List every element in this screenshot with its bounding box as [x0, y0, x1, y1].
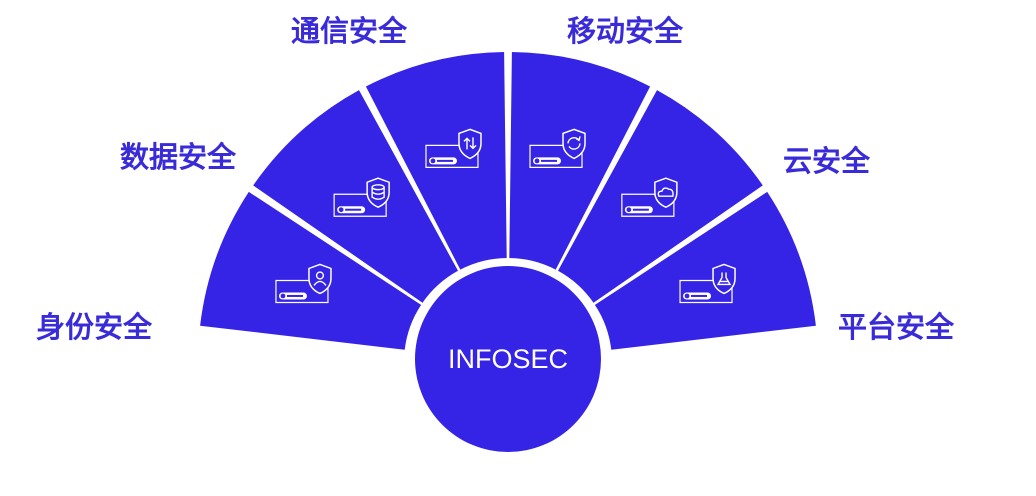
cloud-shield-icon: [621, 177, 678, 217]
segment-label-mobile: 移动安全: [567, 14, 684, 48]
segment-label-comm: 通信安全: [291, 14, 408, 48]
segment-label-identity: 身份安全: [36, 310, 153, 344]
segment-label-cloud: 云安全: [783, 144, 871, 178]
center-label: INFOSEC: [448, 344, 568, 374]
segment-label-platform: 平台安全: [838, 310, 955, 344]
segment-platform: [594, 191, 816, 350]
flask-shield-icon: [679, 263, 736, 304]
database-shield-icon: [333, 177, 390, 217]
segment-label-data: 数据安全: [120, 140, 237, 174]
center-circle: [415, 266, 601, 452]
segments-layer: [200, 52, 816, 350]
segment-mobile: [509, 52, 651, 270]
segment-data: [253, 90, 458, 303]
sync-shield-icon: [529, 128, 586, 168]
transfer-shield-icon: [425, 128, 482, 168]
user-shield-icon: [275, 263, 332, 304]
center-hub: INFOSEC: [415, 266, 601, 452]
